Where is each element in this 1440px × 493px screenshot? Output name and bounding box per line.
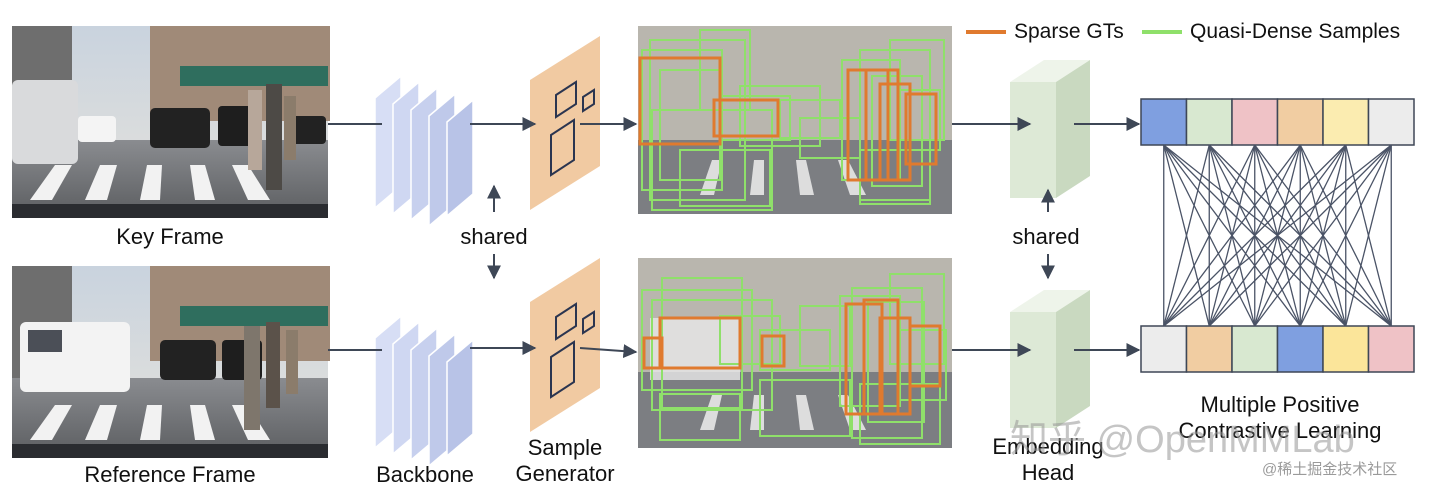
pair-line-5-3 [1299, 144, 1392, 327]
embedding-head-bottom [1010, 290, 1090, 428]
detection-image-top [638, 26, 952, 214]
pair-line-3-0 [1163, 144, 1301, 327]
arrows [328, 117, 1141, 359]
embedding-cell-top-0 [1140, 98, 1188, 146]
pair-line-2-0 [1163, 144, 1256, 327]
sample-generator-label: Sample Generator [500, 435, 630, 487]
embedding-cell-bottom-5 [1367, 325, 1415, 373]
shared-label-right: shared [1012, 224, 1080, 249]
backbone-label: Backbone [376, 462, 474, 487]
pair-line-5-2 [1254, 144, 1392, 327]
sample-generator-top [530, 36, 600, 210]
legend-quasi-dense-label: Quasi-Dense Samples [1190, 20, 1401, 43]
watermark-main: 知乎 @OpenMMLab [1010, 419, 1355, 461]
arrow-generator-detection-bottom [579, 344, 638, 359]
mpcl-label-line2: Contrastive Learning [1178, 418, 1382, 443]
embedding-head-label: Embedding Head [978, 434, 1118, 486]
key-frame-label: Key Frame [116, 224, 224, 249]
mpcl-label-line1: Multiple Positive [1200, 392, 1360, 417]
sample-generator-bottom [530, 258, 600, 432]
reference-frame-label: Reference Frame [84, 462, 256, 487]
legend-sparse-gts: Sparse GTs [966, 20, 1124, 44]
sample-generator-label-line1: Sample [527, 435, 603, 460]
key-frame-image [12, 26, 330, 218]
embedding-row-top [1140, 98, 1415, 146]
embedding-cell-top-5 [1367, 98, 1415, 146]
detection-image-bottom [638, 258, 952, 448]
backbone-top [374, 74, 474, 228]
embedding-cell-top-1 [1185, 98, 1233, 146]
contrastive-pair-lines [1163, 144, 1392, 327]
embedding-head-top [1010, 60, 1090, 198]
shared-label-left: shared [460, 224, 528, 249]
backbone-bottom [374, 314, 474, 468]
embedding-head-label-line2: Head [1021, 460, 1075, 485]
embedding-cell-top-2 [1231, 98, 1279, 146]
embedding-cell-bottom-4 [1322, 325, 1370, 373]
legend-quasi-dense: Quasi-Dense Samples [1142, 20, 1400, 44]
watermark-corner: @稀土掘金技术社区 [1262, 461, 1398, 478]
embedding-head-label-line1: Embedding [992, 434, 1104, 459]
sparse-gt-swatch [966, 30, 1006, 34]
pair-line-5-1 [1208, 144, 1392, 327]
reference-frame-image [12, 266, 330, 458]
pair-line-5-4 [1345, 144, 1392, 327]
pair-line-5-0 [1163, 144, 1392, 327]
quasi-dense-swatch [1142, 30, 1182, 34]
mpcl-label: Multiple Positive Contrastive Learning [1150, 392, 1410, 444]
embedding-cell-bottom-2 [1231, 325, 1279, 373]
embedding-cell-top-4 [1322, 98, 1370, 146]
pair-line-4-0 [1163, 144, 1347, 327]
embedding-cell-bottom-3 [1276, 325, 1324, 373]
pair-line-1-0 [1163, 144, 1210, 327]
embedding-cell-bottom-0 [1140, 325, 1188, 373]
legend-sparse-gts-label: Sparse GTs [1014, 20, 1124, 43]
embedding-cell-top-3 [1276, 98, 1324, 146]
sample-generator-label-line2: Generator [515, 461, 615, 486]
embedding-cell-bottom-1 [1185, 325, 1233, 373]
embedding-row-bottom [1140, 325, 1415, 373]
